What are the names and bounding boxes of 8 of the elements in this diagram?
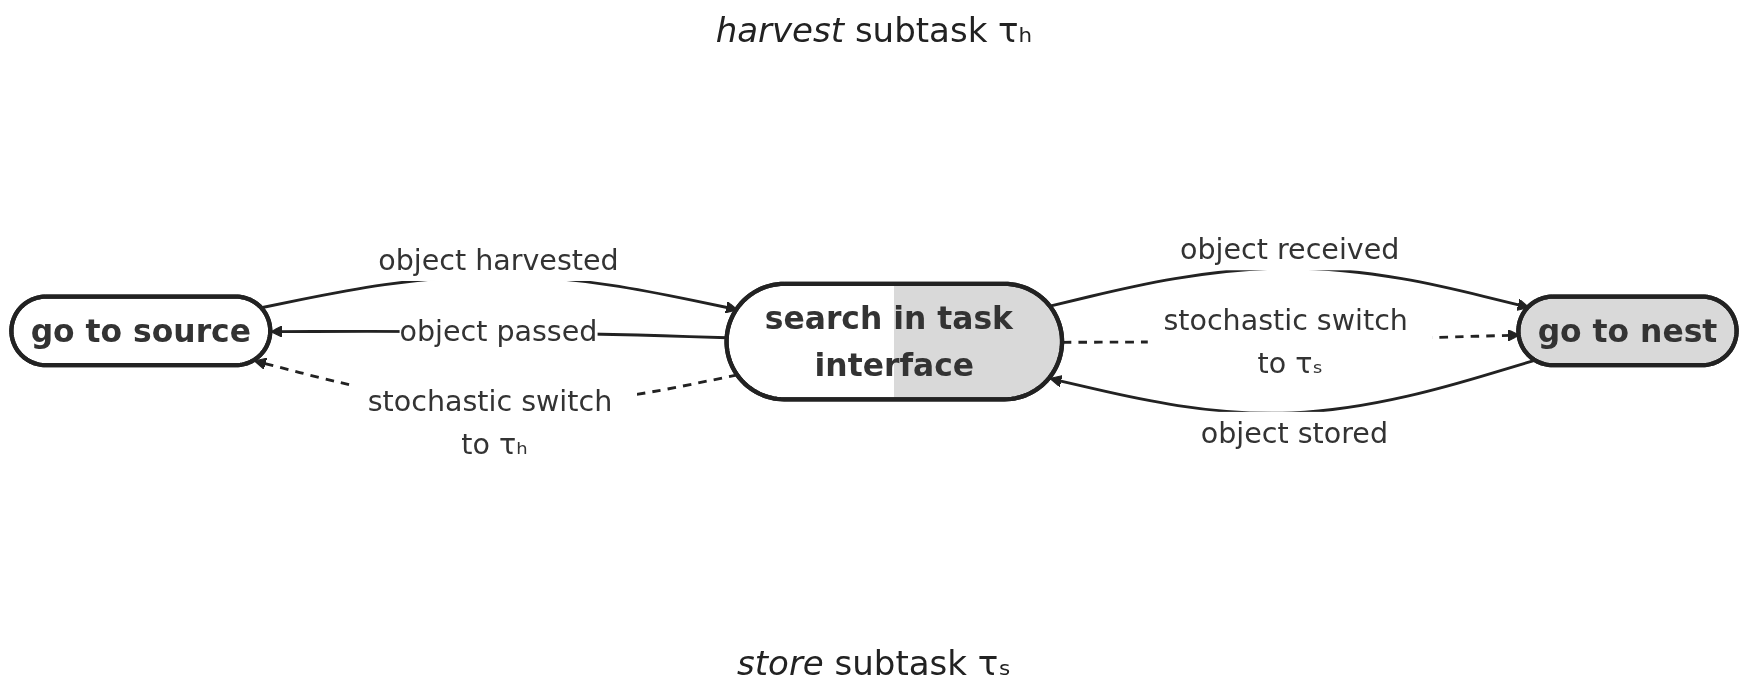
edge-label: object stored bbox=[1200, 415, 1389, 451]
edge-label: stochastic switch to τₛ bbox=[1163, 303, 1408, 381]
subtask-heading: store subtask τₛ bbox=[737, 643, 1011, 683]
edge-label: object received bbox=[1180, 231, 1400, 267]
subtask-heading: harvest subtask τₕ bbox=[715, 10, 1033, 50]
edge-label: object passed bbox=[399, 313, 598, 349]
edge-label: stochastic switch to τₕ bbox=[367, 384, 613, 462]
edge-label: object harvested bbox=[378, 242, 619, 277]
